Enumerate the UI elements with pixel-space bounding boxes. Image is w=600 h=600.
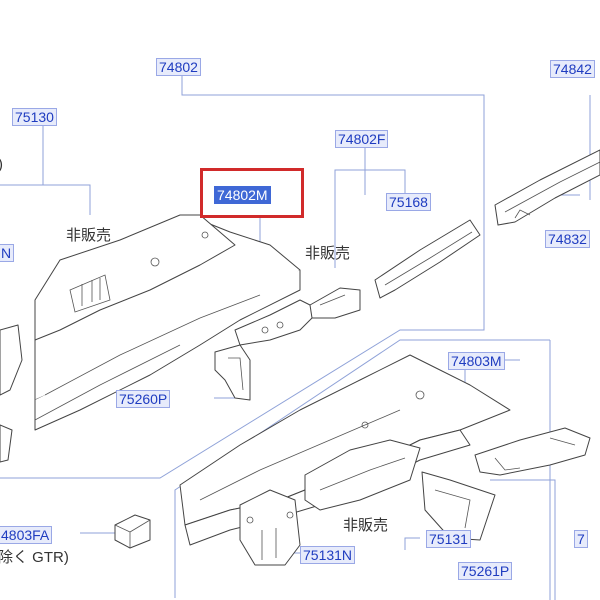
part-block-74803fa	[114, 514, 151, 549]
selected-part-highlight	[200, 168, 304, 218]
part-label-partial-right[interactable]: 7	[574, 530, 588, 548]
note-not-for-sale-3: 非販売	[343, 517, 389, 534]
note-not-for-sale-2: 非販売	[305, 245, 351, 262]
part-label-partial-n[interactable]: N	[0, 244, 15, 262]
part-label-74832[interactable]: 74832	[545, 230, 590, 248]
part-left-edge	[0, 324, 23, 463]
part-label-75168[interactable]: 75168	[386, 193, 431, 211]
part-label-74803m[interactable]: 74803M	[448, 352, 505, 370]
part-extension	[234, 299, 321, 346]
part-label-75131n[interactable]: 75131N	[300, 546, 356, 564]
part-label-74802f[interactable]: 74802F	[335, 130, 389, 148]
part-label-75260p[interactable]: 75260P	[116, 390, 171, 408]
part-bracket-75131	[304, 439, 421, 511]
part-label-74802m-selected[interactable]: 74802M	[214, 186, 271, 204]
part-bracket-75261p	[421, 471, 496, 541]
part-rail-75168	[374, 219, 481, 299]
part-upper-gusset	[34, 214, 236, 341]
part-bracket-75260p	[214, 344, 251, 401]
part-bracket-75131n	[239, 489, 301, 566]
part-right-assembly	[474, 427, 591, 476]
part-label-74803fa[interactable]: 4803FA	[0, 526, 53, 544]
note-excluding-gtr: 除く GTR)	[0, 549, 69, 566]
part-member-74832	[494, 149, 600, 226]
part-label-75261p[interactable]: 75261P	[458, 562, 513, 580]
part-label-74842[interactable]: 74842	[550, 60, 595, 78]
part-label-75131[interactable]: 75131	[426, 530, 471, 548]
note-not-for-sale-1: 非販売	[66, 227, 112, 244]
note-paren: )	[0, 156, 3, 173]
part-label-74802[interactable]: 74802	[156, 58, 201, 76]
part-bracket-74802f	[309, 287, 361, 319]
part-label-75130[interactable]: 75130	[12, 108, 57, 126]
